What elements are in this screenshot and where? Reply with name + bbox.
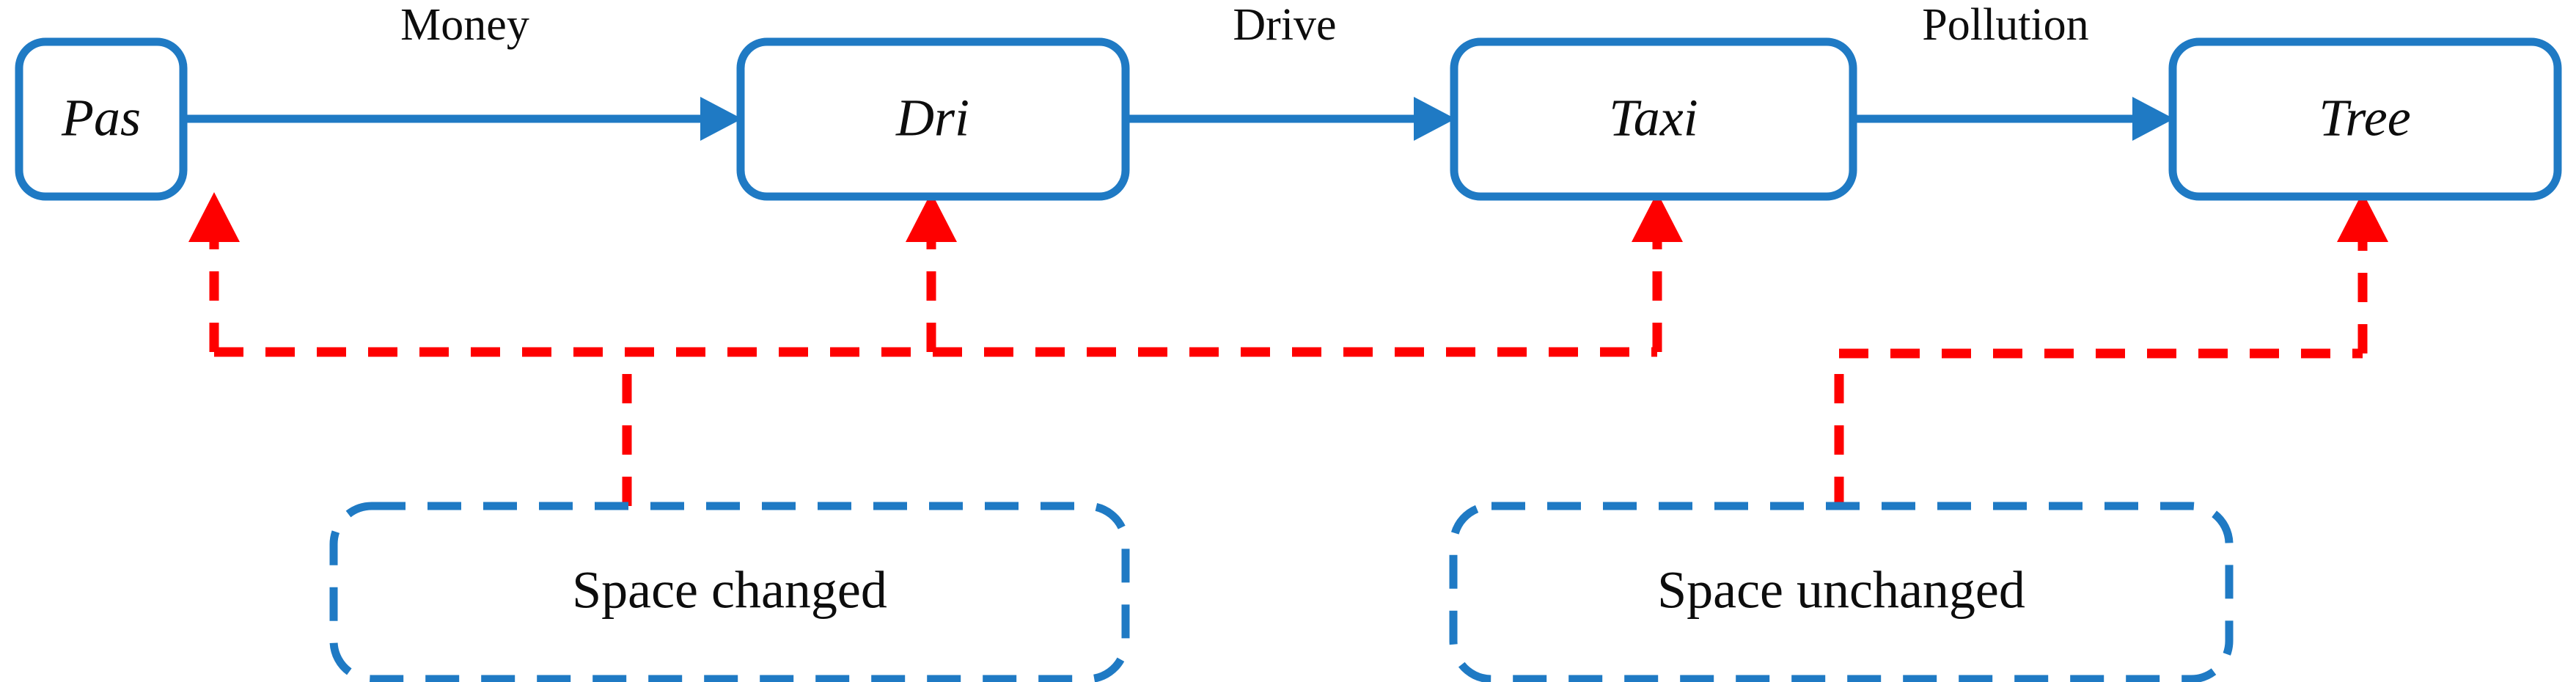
group-space-unchanged[interactable]: Space unchanged	[1449, 502, 2234, 682]
flow-arrowhead-pas-dri	[700, 97, 742, 141]
node-dri-box[interactable]	[736, 37, 1130, 201]
dependency-edges	[188, 192, 2388, 506]
dep-arrowhead-dri	[906, 192, 957, 242]
node-tree[interactable]: Tree	[2168, 37, 2562, 201]
dependency-edge-space-changed	[188, 192, 1683, 506]
node-taxi-label: Taxi	[1609, 89, 1698, 147]
group-space-unchanged-label: Space unchanged	[1657, 561, 2025, 620]
flow-label-pollution: Pollution	[1922, 0, 2088, 50]
flow-arrowhead-taxi-tree	[2132, 97, 2174, 141]
node-taxi[interactable]: Taxi	[1450, 37, 1857, 201]
node-dri-label: Dri	[895, 89, 969, 147]
group-space-changed-label: Space changed	[572, 561, 887, 620]
dep-arrowhead-pas	[188, 192, 240, 242]
group-space-unchanged-box[interactable]	[1449, 502, 2234, 682]
group-space-changed-box[interactable]	[329, 502, 1130, 682]
flow-edge-pas-dri	[183, 97, 742, 141]
nodes: Pas Dri Taxi Tree	[15, 37, 2562, 201]
node-tree-label: Tree	[2319, 89, 2410, 147]
dependency-edge-space-unchanged	[1834, 192, 2388, 506]
node-pas-label: Pas	[61, 89, 141, 147]
flow-edge-taxi-tree	[1853, 97, 2174, 141]
node-pas-box[interactable]	[15, 37, 188, 201]
node-pas[interactable]: Pas	[15, 37, 188, 201]
dep-arrowhead-taxi	[1632, 192, 1683, 242]
node-taxi-box[interactable]	[1450, 37, 1857, 201]
flow-edges	[183, 97, 2174, 141]
node-tree-box[interactable]	[2168, 37, 2562, 201]
flow-label-money: Money	[400, 0, 529, 50]
group-space-changed[interactable]: Space changed	[329, 502, 1130, 682]
flow-edge-labels: Money Drive Pollution	[400, 0, 2089, 50]
flow-edge-dri-taxi	[1126, 97, 1456, 141]
dep-arrowhead-tree	[2337, 192, 2388, 242]
node-dri[interactable]: Dri	[736, 37, 1130, 201]
group-boxes: Space changed Space unchanged	[329, 502, 2234, 682]
flow-arrowhead-dri-taxi	[1414, 97, 1456, 141]
flow-label-drive: Drive	[1233, 0, 1336, 50]
